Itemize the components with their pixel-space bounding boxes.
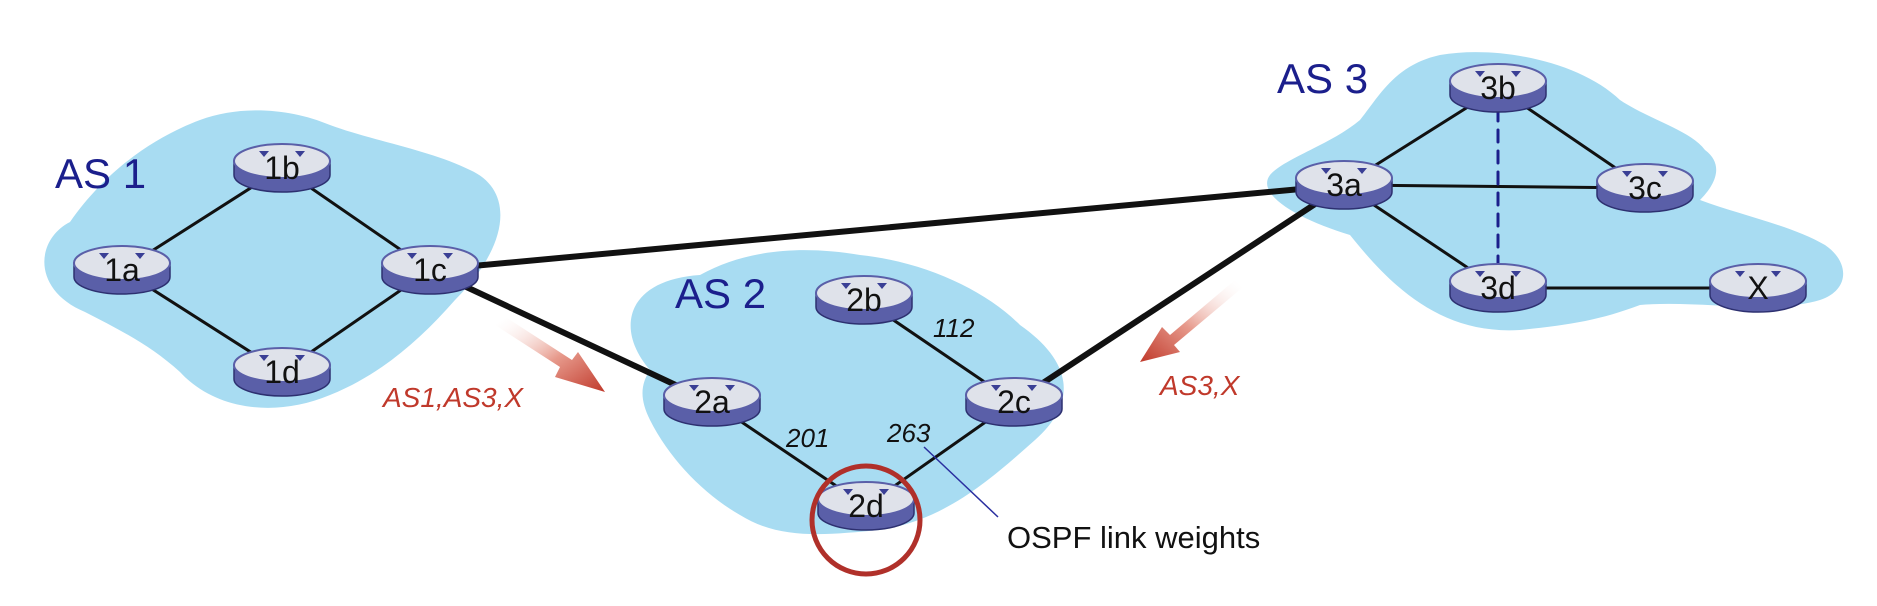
router-3a-arrows-icon xyxy=(1321,168,1367,174)
router-3c-arrows-icon xyxy=(1622,171,1668,177)
router-3d-top xyxy=(1449,263,1547,299)
router-2a-label: 2a xyxy=(694,384,730,420)
router-3a-label: 3a xyxy=(1326,167,1362,203)
router-3b: 3b xyxy=(1449,63,1547,113)
router-1c-arrows-icon xyxy=(407,253,453,259)
router-1b-arrows-icon xyxy=(259,151,305,157)
router-2a-top xyxy=(663,377,761,413)
router-2d: 2d xyxy=(817,481,915,531)
announcement-label-2: AS3,X xyxy=(1158,370,1241,401)
router-x-top xyxy=(1709,263,1807,299)
router-1b-top xyxy=(233,143,331,179)
router-1d-label: 1d xyxy=(264,354,300,390)
router-1b-label: 1b xyxy=(264,150,300,186)
router-2b-arrows-icon xyxy=(841,283,887,289)
announcement-arrows xyxy=(495,280,1242,392)
highlight-circle xyxy=(809,463,923,577)
router-1a-arrows-icon xyxy=(99,253,145,259)
weight-2c-2d: 263 xyxy=(886,418,931,448)
link-2c-3a xyxy=(1011,182,1347,405)
router-2b-label: 2b xyxy=(846,282,882,318)
router-1a: 1a xyxy=(73,245,171,295)
router-3d: 3d xyxy=(1449,263,1547,313)
as-clouds xyxy=(44,52,1844,535)
router-3c-label: 3c xyxy=(1628,170,1662,206)
router-1d: 1d xyxy=(233,347,331,397)
link-1c-2a xyxy=(427,267,715,405)
router-1c-top xyxy=(381,245,479,281)
router-2c-arrows-icon xyxy=(991,385,1037,391)
router-x-label: X xyxy=(1747,270,1768,306)
router-1a-label: 1a xyxy=(104,252,140,288)
router-1b: 1b xyxy=(233,143,331,193)
router-x-arrows-icon xyxy=(1735,271,1781,277)
weight-2a-2d: 201 xyxy=(785,423,829,453)
ospf-pointer-line xyxy=(923,446,999,518)
router-3b-top xyxy=(1449,63,1547,99)
router-2a-arrows-icon xyxy=(689,385,735,391)
weight-2b-2c: 112 xyxy=(933,313,975,343)
router-2b: 2b xyxy=(815,275,913,325)
router-x: X xyxy=(1709,263,1807,313)
router-2c: 2c xyxy=(965,377,1063,427)
router-2d-arrows-icon xyxy=(843,489,889,495)
announcement-arrow-1 xyxy=(495,318,605,392)
router-3c: 3c xyxy=(1596,163,1694,213)
ospf-annotation: OSPF link weights xyxy=(1007,520,1260,555)
router-1c-label: 1c xyxy=(413,252,447,288)
router-2b-top xyxy=(815,275,913,311)
as2-cloud xyxy=(630,250,1064,535)
router-3d-arrows-icon xyxy=(1475,271,1521,277)
as1-cloud xyxy=(44,110,501,408)
announcement-label-1: AS1,AS3,X xyxy=(381,382,524,413)
router-2c-label: 2c xyxy=(997,384,1031,420)
announcement-arrow-2 xyxy=(1140,280,1242,362)
router-3c-top xyxy=(1596,163,1694,199)
as2-label: AS 2 xyxy=(675,270,766,317)
link-1c-3a xyxy=(427,182,1347,273)
router-3b-arrows-icon xyxy=(1475,71,1521,77)
router-2a: 2a xyxy=(663,377,761,427)
as1-label: AS 1 xyxy=(55,150,146,197)
routers: 1a 1b 1c 1d 2a 2b 2c 2d 3a 3b 3c 3d X xyxy=(73,63,1807,531)
router-1c: 1c xyxy=(381,245,479,295)
router-2c-top xyxy=(965,377,1063,413)
as3-label: AS 3 xyxy=(1277,55,1368,102)
router-3a: 3a xyxy=(1295,160,1393,210)
router-2d-label: 2d xyxy=(848,488,884,524)
router-1d-arrows-icon xyxy=(259,355,305,361)
router-3d-label: 3d xyxy=(1480,270,1516,306)
router-3b-label: 3b xyxy=(1480,70,1516,106)
as3-cloud xyxy=(1267,52,1844,331)
router-1a-top xyxy=(73,245,171,281)
router-1d-top xyxy=(233,347,331,383)
router-3a-top xyxy=(1295,160,1393,196)
link-3a-3c xyxy=(1342,183,1647,190)
